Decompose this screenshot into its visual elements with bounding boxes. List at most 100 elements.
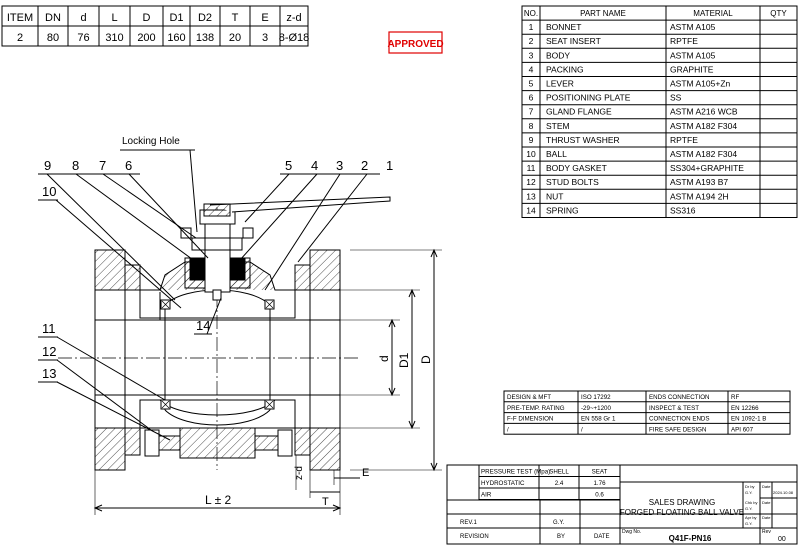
rev-by: G.Y. xyxy=(553,520,565,526)
dim-value-0: 2 xyxy=(17,32,23,44)
dim-header-1: DN xyxy=(45,12,61,24)
apr-by-label: Apr by xyxy=(745,515,757,520)
dim-header-8: E xyxy=(261,12,268,24)
dim-value-6: 138 xyxy=(196,32,214,44)
parts-row-no: 2 xyxy=(529,36,534,46)
rev-no-label: Rev xyxy=(762,529,771,535)
dim-header-6: D2 xyxy=(198,12,212,24)
spec-cell: -29~+1200 xyxy=(581,405,611,412)
parts-row-material: SS316 xyxy=(670,205,696,215)
dim-zd-label: z-d xyxy=(294,466,305,480)
apr-date-header: Date xyxy=(762,515,771,520)
parts-row-material: ASTM A105+Zn xyxy=(670,79,731,89)
dim-D-label: D xyxy=(419,355,433,364)
dim-value-1: 80 xyxy=(47,32,59,44)
parts-row-name: BODY GASKET xyxy=(546,163,607,173)
dim-value-8: 3 xyxy=(262,32,268,44)
parts-row-material: RPTFE xyxy=(670,135,698,145)
rev-label: REV.1 xyxy=(460,520,477,526)
dimension-table: ITEM2DN80d76L310D200D1160D2138T20E3z-d8-… xyxy=(1,5,310,47)
balloon-7: 7 xyxy=(99,158,106,173)
parts-header-2: MATERIAL xyxy=(693,9,733,18)
dim-header-0: ITEM xyxy=(7,12,33,24)
balloon-9: 9 xyxy=(44,158,51,173)
balloon-3: 3 xyxy=(336,158,343,173)
pressure-cell: HYDROSTATIC xyxy=(481,480,525,487)
revision-label: REVISION xyxy=(460,534,489,540)
balloon-5: 5 xyxy=(285,158,292,173)
parts-row-name: STEM xyxy=(546,121,570,131)
dr-name: G.Y. xyxy=(745,490,753,495)
balloon-4: 4 xyxy=(311,158,318,173)
parts-header-1: PART NAME xyxy=(580,9,626,18)
dim-header-7: T xyxy=(232,12,239,24)
parts-row-no: 13 xyxy=(526,191,536,201)
pressure-cell: 0.6 xyxy=(595,492,604,499)
balloon-14: 14 xyxy=(196,318,210,333)
date-value: 2024.10.08 xyxy=(773,490,794,495)
parts-row-name: SEAT INSERT xyxy=(546,36,601,46)
chk-by-label: Chk by xyxy=(745,500,757,505)
dim-header-9: z-d xyxy=(286,12,301,24)
pressure-header: SHELL xyxy=(549,469,569,476)
parts-row-material: ASTM A216 WCB xyxy=(670,107,738,117)
parts-row-material: ASTM A105 xyxy=(670,50,716,60)
spec-cell: FIRE SAFE DESIGN xyxy=(649,426,706,433)
dim-d1-label: D1 xyxy=(397,352,411,368)
dim-header-3: L xyxy=(111,12,117,24)
spec-cell: RF xyxy=(731,394,739,401)
title-block xyxy=(446,464,798,545)
drawing-labels: Locking Hole 9 8 7 6 10 5 4 3 2 1 11 12 … xyxy=(42,136,433,508)
spec-cell: / xyxy=(581,426,583,433)
parts-row-no: 14 xyxy=(526,205,536,215)
dim-L-label: L ± 2 xyxy=(205,493,231,507)
parts-row-name: BALL xyxy=(546,149,567,159)
title-line-1: SALES DRAWING xyxy=(649,498,715,507)
parts-row-name: STUD BOLTS xyxy=(546,177,599,187)
chk-name: G.Y. xyxy=(745,506,753,511)
dim-value-9: 8-Ø18 xyxy=(279,32,310,44)
by-label: BY xyxy=(557,534,565,540)
pressure-header: SEAT xyxy=(592,469,608,476)
balloon-12: 12 xyxy=(42,344,56,359)
spec-cell: EN 12266 xyxy=(731,405,759,412)
parts-row-material: ASTM A105 xyxy=(670,22,716,32)
dim-value-2: 76 xyxy=(77,32,89,44)
parts-row-name: BODY xyxy=(546,50,570,60)
parts-row-name: LEVER xyxy=(546,79,574,89)
dim-value-7: 20 xyxy=(229,32,241,44)
date-header: Date xyxy=(762,484,771,489)
parts-row-name: SPRING xyxy=(546,205,579,215)
dim-value-5: 160 xyxy=(167,32,185,44)
pressure-header: PRESSURE TEST (Mpa) xyxy=(481,469,550,476)
parts-row-material: SS xyxy=(670,93,682,103)
spec-cell: ENDS CONNECTION xyxy=(649,394,710,401)
spec-cell: API 607 xyxy=(731,426,754,433)
parts-row-no: 9 xyxy=(529,135,534,145)
approved-stamp: APPROVED xyxy=(387,31,444,54)
parts-row-no: 8 xyxy=(529,121,534,131)
parts-row-no: 11 xyxy=(527,163,536,173)
dim-header-4: D xyxy=(143,12,151,24)
parts-row-material: ASTM A182 F304 xyxy=(670,121,737,131)
parts-row-name: POSITIONING PLATE xyxy=(546,93,631,103)
dim-value-4: 200 xyxy=(137,32,155,44)
spec-cell: DESIGN & MFT xyxy=(507,394,551,401)
parts-row-no: 10 xyxy=(526,149,536,159)
dim-header-5: D1 xyxy=(169,12,183,24)
parts-row-material: ASTM A193 B7 xyxy=(670,177,728,187)
spec-cell: EN 1092-1 B xyxy=(731,416,766,423)
spec-cell: F-F DIMENSION xyxy=(507,416,553,423)
pressure-cell: 2.4 xyxy=(555,480,564,487)
approved-text: APPROVED xyxy=(387,39,443,50)
parts-row-name: GLAND FLANGE xyxy=(546,107,612,117)
spec-cell: INSPECT & TEST xyxy=(649,405,699,412)
parts-row-no: 7 xyxy=(529,107,534,117)
locking-hole-label: Locking Hole xyxy=(122,136,180,147)
parts-row-material: GRAPHITE xyxy=(670,64,714,74)
parts-header-0: NO. xyxy=(524,9,538,18)
chk-date-header: Date xyxy=(762,500,771,505)
parts-row-material: RPTFE xyxy=(670,36,698,46)
